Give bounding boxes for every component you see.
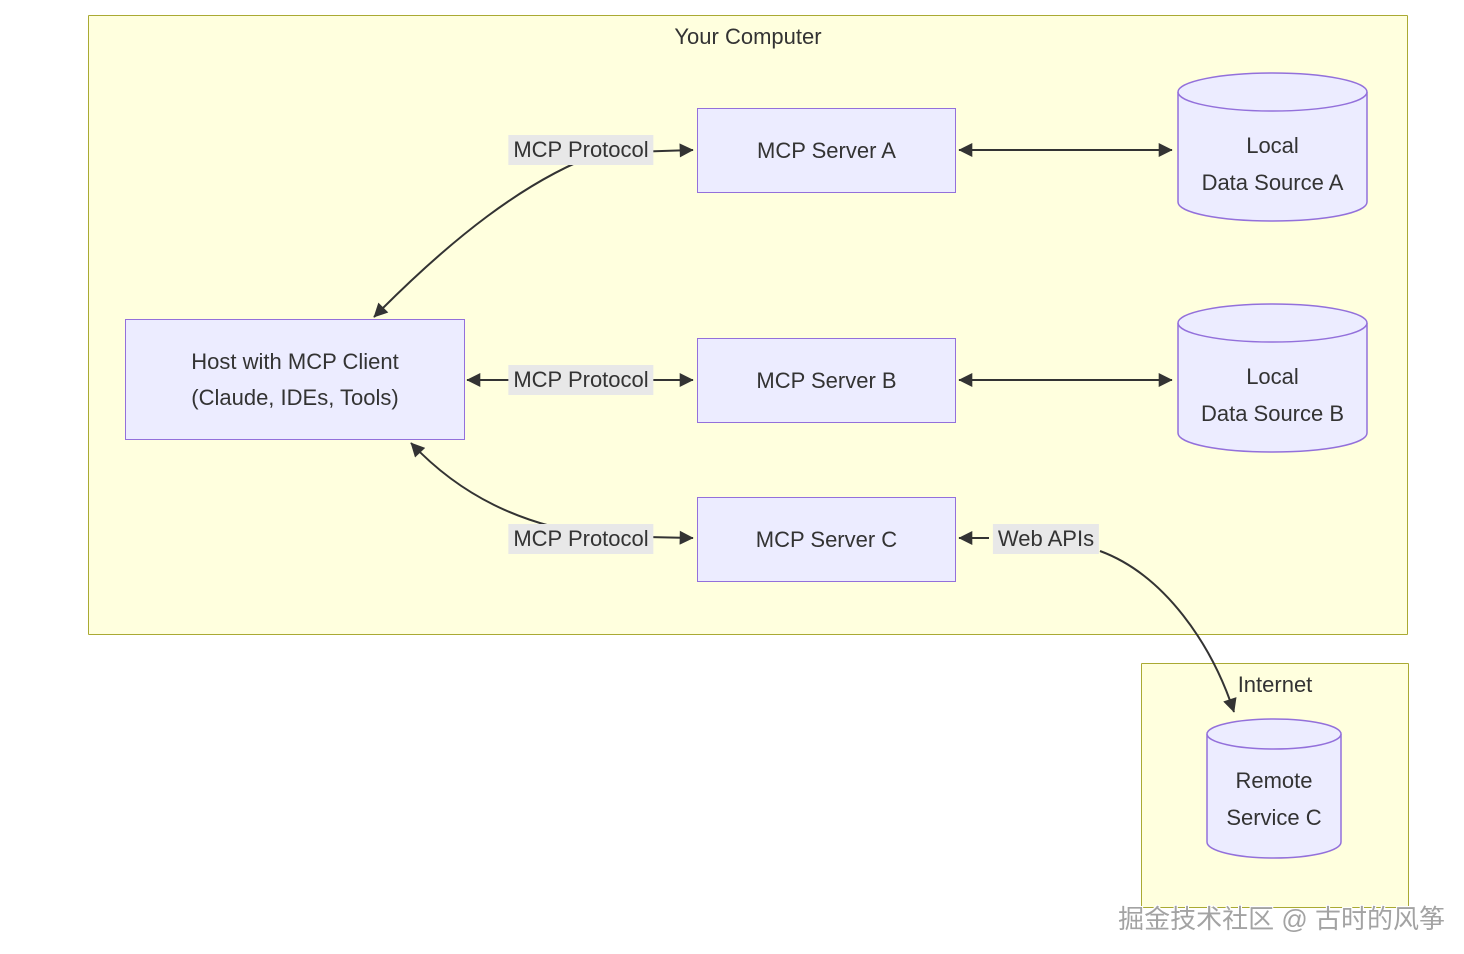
node-local-data-source-b-line2: Data Source B	[1200, 401, 1345, 426]
edge-label-mcp-protocol-b: MCP Protocol	[508, 365, 654, 395]
node-local-data-source-b-line1: Local	[1246, 364, 1299, 389]
database-cylinder-icon	[1177, 303, 1368, 453]
database-cylinder-icon	[1177, 72, 1368, 222]
node-local-data-source-a-line1: Local	[1246, 133, 1299, 158]
cluster-internet-label: Internet	[1237, 672, 1313, 697]
node-local-data-source-a-line2: Data Source A	[1201, 170, 1344, 195]
watermark: 掘金技术社区 @ 古时的风筝	[1118, 904, 1445, 934]
node-remote-service-c-line2: Service C	[1226, 804, 1322, 830]
edge-label-mcp-protocol-a: MCP Protocol	[508, 135, 654, 165]
edge-web-apis-remote-service-c	[1099, 550, 1237, 713]
edge-host-server-a	[373, 143, 694, 318]
node-host: Host with MCP Client (Claude, IDEs, Tool…	[125, 319, 465, 440]
node-mcp-server-c: MCP Server C	[697, 497, 956, 582]
node-mcp-server-a: MCP Server A	[697, 108, 956, 193]
node-mcp-server-b: MCP Server B	[697, 338, 956, 423]
node-remote-service-c-line1: Remote	[1235, 767, 1313, 793]
database-cylinder-icon	[1206, 718, 1342, 859]
edge-label-web-apis: Web APIs	[992, 524, 1100, 554]
node-mcp-server-b-label: MCP Server B	[756, 367, 897, 393]
cluster-your-computer-label: Your Computer	[674, 24, 822, 49]
node-local-data-source-a: Local Data Source A	[1177, 72, 1368, 222]
edge-label-mcp-protocol-c: MCP Protocol	[508, 524, 654, 554]
node-local-data-source-b: Local Data Source B	[1177, 303, 1368, 453]
node-mcp-server-c-label: MCP Server C	[755, 526, 898, 552]
node-host-label-line1: Host with MCP Client	[191, 348, 399, 374]
node-mcp-server-a-label: MCP Server A	[757, 137, 896, 163]
node-remote-service-c: Remote Service C	[1206, 718, 1342, 859]
node-host-label-line2: (Claude, IDEs, Tools)	[191, 384, 399, 410]
